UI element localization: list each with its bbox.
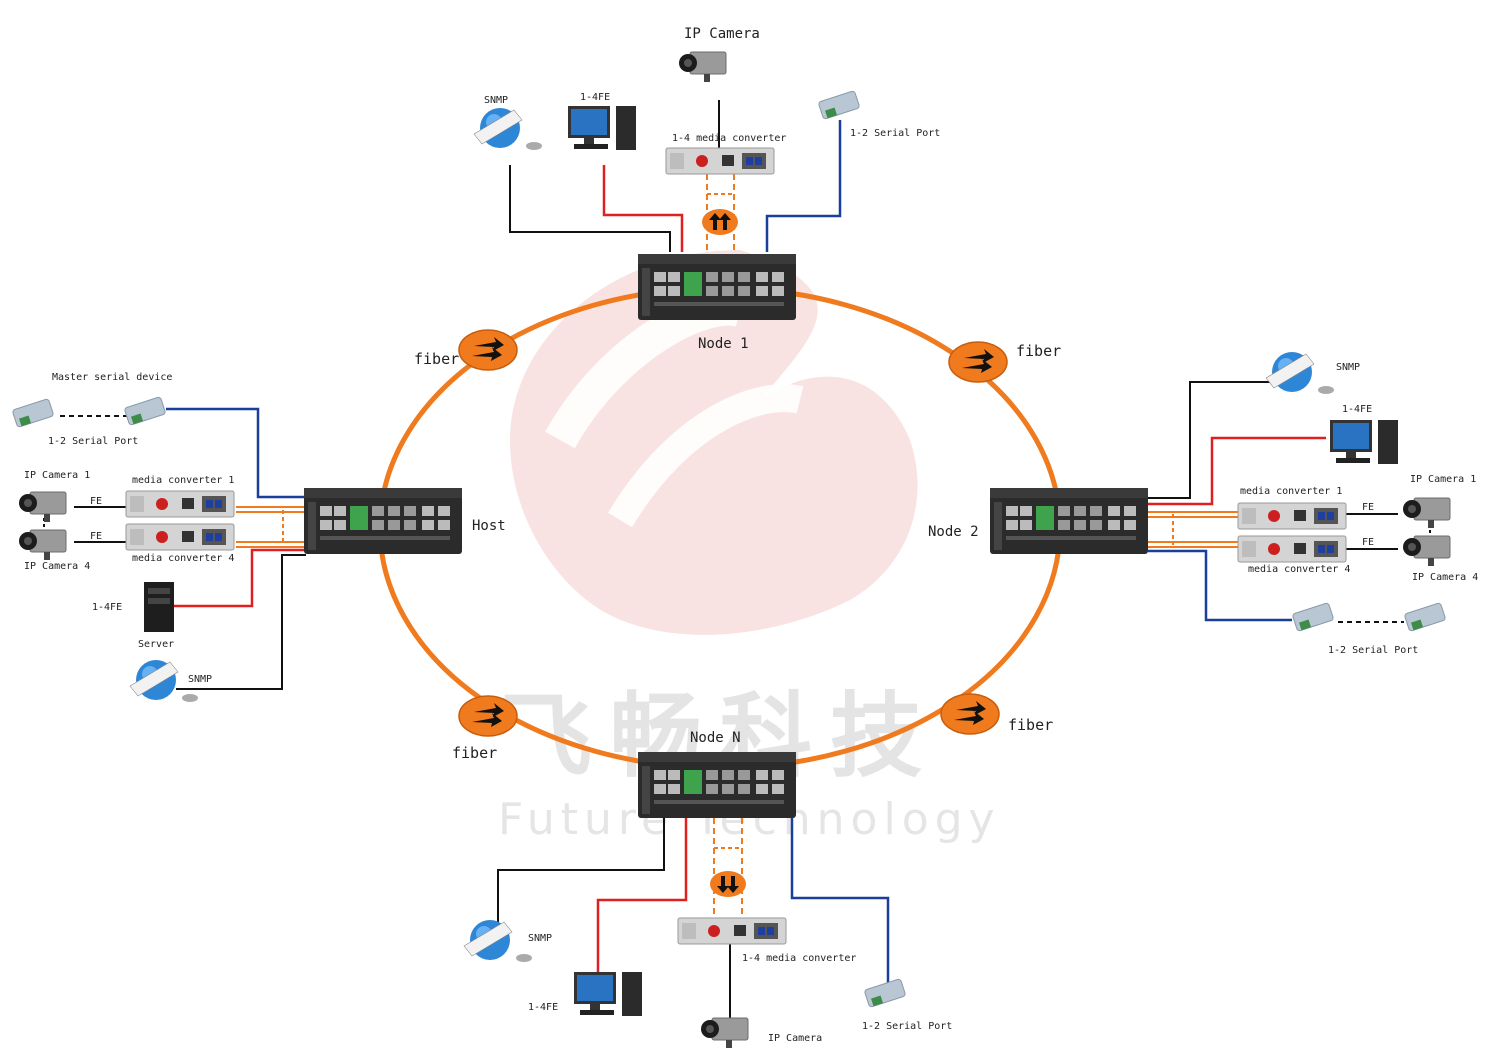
right-snmp-label: SNMP: [1336, 362, 1360, 373]
media-converter-icon: [1237, 502, 1347, 530]
top-serial-port-label: 1-2 Serial Port: [850, 128, 940, 139]
top-media-converter-label: 1-4 media converter: [672, 133, 786, 144]
black-cable: [509, 165, 671, 252]
pc-icon: [568, 106, 636, 150]
media-converter-icon: [677, 917, 787, 945]
fiber-label-bl: fiber: [452, 744, 497, 762]
bottom-serial-port-label: 1-2 Serial Port: [862, 1021, 952, 1032]
right-media-converter-4-label: media converter 4: [1248, 564, 1350, 575]
node2-switch-icon: [990, 488, 1148, 554]
nodeN-label: Node N: [690, 730, 741, 746]
red-cable: [602, 165, 684, 252]
right-ip-camera-4-label: IP Camera 4: [1412, 572, 1478, 583]
fiber-arrow-icon: [948, 341, 1008, 383]
blue-cable: [765, 120, 842, 252]
serial-device-icon: [817, 90, 861, 120]
blue-cable: [166, 407, 306, 499]
fiber-label-tr: fiber: [1016, 342, 1061, 360]
media-converter-icon: [665, 147, 775, 175]
snmp-globe-icon: [473, 107, 543, 151]
top-ip-camera-label: IP Camera: [684, 26, 760, 42]
snmp-globe-icon: [463, 919, 533, 963]
left-ip-camera-1-label: IP Camera 1: [24, 470, 90, 481]
blue-cable: [790, 818, 890, 984]
node1-switch-icon: [638, 254, 796, 320]
host-switch-icon: [304, 488, 462, 554]
media-converter-icon: [125, 523, 235, 551]
node2-label: Node 2: [928, 524, 979, 540]
nodeN-switch-icon: [638, 752, 796, 818]
host-label: Host: [472, 518, 506, 534]
fiber-label-br: fiber: [1008, 716, 1053, 734]
black-cable: [497, 818, 665, 928]
black-cable: [176, 554, 306, 690]
blue-cable: [1148, 549, 1292, 622]
right-serial-port-label: 1-2 Serial Port: [1328, 645, 1418, 656]
left-server-fe-label: 1-4FE: [92, 602, 122, 613]
left-media-converter-1-label: media converter 1: [132, 475, 234, 486]
pc-icon: [574, 972, 642, 1016]
left-serial-port-label: 1-2 Serial Port: [48, 436, 138, 447]
serial-device-icon: [1291, 602, 1335, 632]
red-cable: [1148, 436, 1326, 506]
ip-camera-icon: [1402, 535, 1451, 567]
bottom-snmp-label: SNMP: [528, 933, 552, 944]
media-converter-icon: [1237, 535, 1347, 563]
left-fe-label-4: FE: [90, 531, 102, 542]
black-cable: [1148, 381, 1284, 499]
right-media-converter-1-label: media converter 1: [1240, 486, 1342, 497]
snmp-globe-icon: [1265, 351, 1335, 395]
serial-device-icon: [11, 398, 55, 428]
top-fe-label: 1-4FE: [580, 92, 610, 103]
fiber-arrow-icon: [458, 329, 518, 371]
left-snmp-label: SNMP: [188, 674, 212, 685]
bottom-media-converter-label: 1-4 media converter: [742, 953, 856, 964]
fiber-arrow-icon: [940, 693, 1000, 735]
right-fe-label: 1-4FE: [1342, 404, 1372, 415]
node1-label: Node 1: [698, 336, 749, 352]
left-media-converter-4-label: media converter 4: [132, 553, 234, 564]
right-fe-label-4: FE: [1362, 537, 1374, 548]
right-fe-label-1: FE: [1362, 502, 1374, 513]
red-cable: [174, 548, 306, 608]
ip-camera-icon: [18, 529, 67, 561]
ip-camera-icon: [700, 1017, 749, 1049]
serial-device-icon: [123, 396, 167, 426]
serial-device-icon: [863, 978, 907, 1008]
bottom-ip-camera-label: IP Camera: [768, 1033, 822, 1044]
server-icon: [144, 582, 174, 632]
pc-icon: [1330, 420, 1398, 464]
left-ip-camera-4-label: IP Camera 4: [24, 561, 90, 572]
master-serial-label: Master serial device: [52, 372, 172, 383]
ip-camera-icon: [678, 51, 727, 83]
media-converter-icon: [125, 490, 235, 518]
uplink-arrow-icon: [702, 209, 738, 235]
ip-camera-icon: [1402, 497, 1451, 529]
ip-camera-icon: [18, 491, 67, 523]
bottom-fe-label: 1-4FE: [528, 1002, 558, 1013]
right-ip-camera-1-label: IP Camera 1: [1410, 474, 1476, 485]
fiber-arrow-icon: [458, 695, 518, 737]
fiber-label-tl: fiber: [414, 350, 459, 368]
red-cable: [596, 818, 688, 972]
left-server-label: Server: [138, 639, 174, 650]
left-fe-label-1: FE: [90, 496, 102, 507]
top-snmp-label: SNMP: [484, 95, 508, 106]
downlink-arrow-icon: [710, 871, 746, 897]
serial-device-icon: [1403, 602, 1447, 632]
